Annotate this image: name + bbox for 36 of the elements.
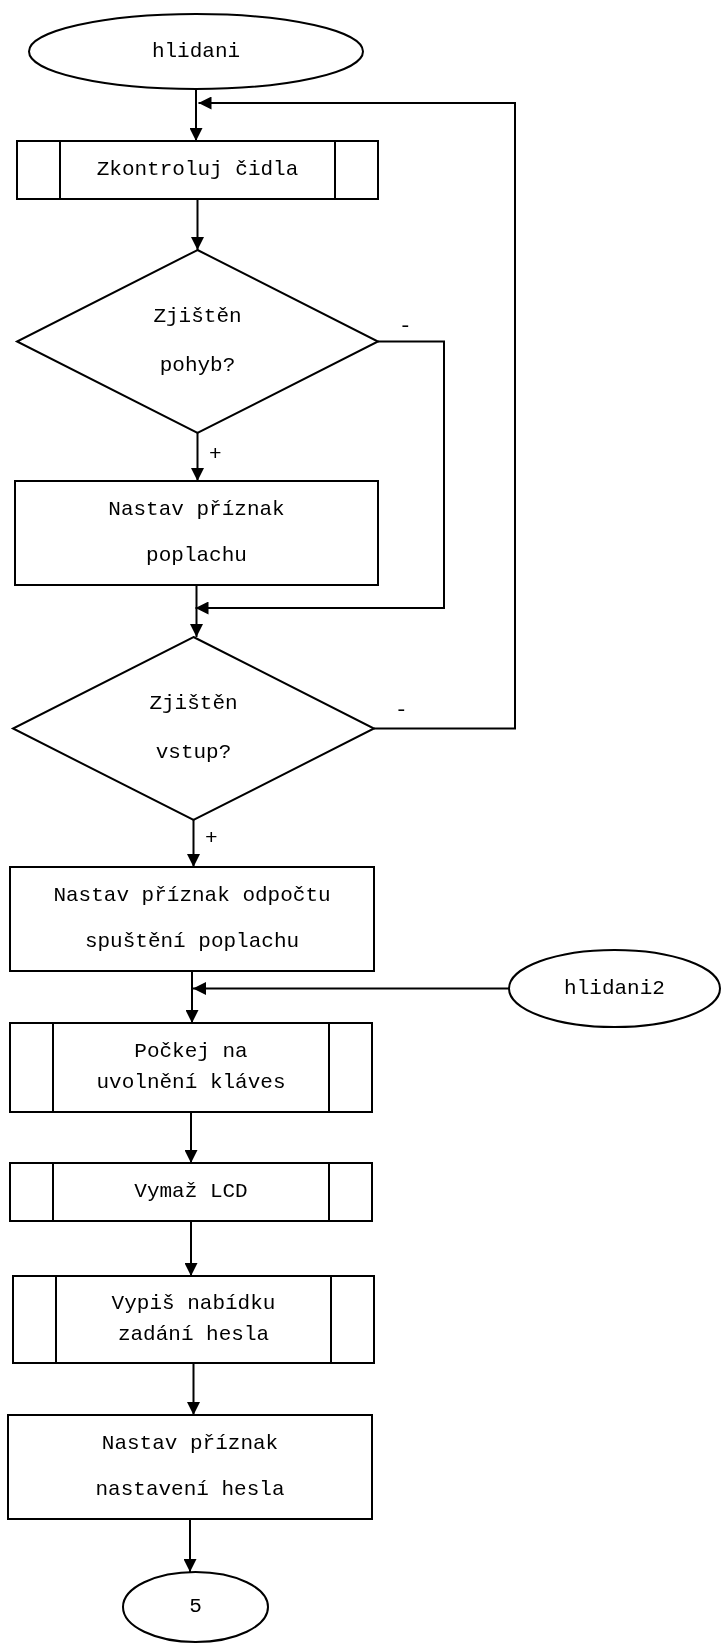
node-text: Vymaž LCD (133, 1179, 249, 1206)
subroutine-box (10, 1023, 372, 1112)
arrow (197, 96, 516, 730)
arrow (184, 1220, 198, 1277)
arrow (191, 198, 204, 251)
arrow (191, 432, 204, 482)
process-box (10, 867, 374, 971)
node-text: Zjištěn vstup? (148, 691, 239, 766)
node-text: Nastav příznak odpočtu spuštění poplachu (52, 882, 332, 955)
node-text: Zkontroluj čidla (95, 157, 300, 184)
arrow (187, 1362, 200, 1416)
subroutine-box (17, 141, 378, 199)
node-text: Vypiš nabídku zadání hesla (110, 1291, 277, 1348)
arrow (185, 970, 199, 1024)
arrow (184, 1111, 198, 1164)
subroutine-box (10, 1163, 372, 1221)
node-text: Zjištěn pohyb? (152, 304, 243, 379)
process-box (15, 481, 378, 585)
arrow (190, 584, 203, 638)
node-text: 5 (188, 1594, 203, 1621)
arrow (187, 819, 200, 868)
node-text: Počkej na uvolnění kláves (95, 1039, 287, 1096)
terminal-ellipse (123, 1572, 268, 1642)
terminal-ellipse (509, 950, 720, 1027)
arrow (189, 88, 203, 142)
process-box (8, 1415, 372, 1519)
node-text: hlidani2 (563, 975, 666, 1002)
node-text: Nastav příznak nastavení hesla (94, 1430, 286, 1503)
terminal-ellipse (29, 14, 363, 89)
arrow (183, 1518, 197, 1573)
node-text: hlidani (150, 38, 242, 65)
node-text: Nastav příznak poplachu (107, 496, 286, 569)
arrow (192, 982, 510, 995)
decision-diamond (17, 250, 378, 433)
subroutine-box (13, 1276, 374, 1363)
decision-diamond (13, 637, 374, 820)
